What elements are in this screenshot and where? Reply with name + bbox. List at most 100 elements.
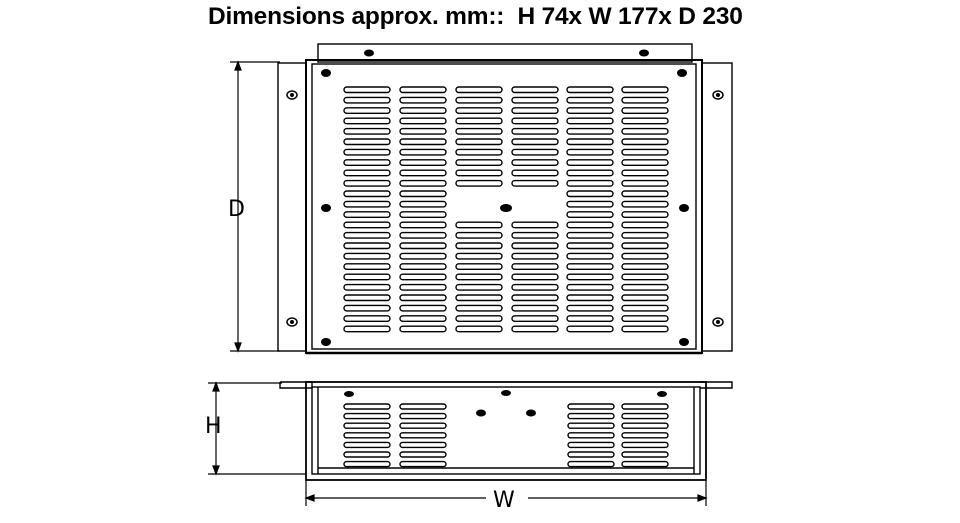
front-panel-inner	[311, 386, 701, 475]
top-view	[277, 43, 733, 355]
page-title: Dimensions approx. mm:: H 74x W 177x D 2…	[208, 3, 743, 30]
vent-slot	[566, 294, 614, 302]
vent-slot	[621, 252, 669, 260]
vent-slot	[399, 451, 447, 458]
vent-slot	[343, 96, 391, 104]
vent-slot	[511, 283, 559, 291]
top-plate-inner	[311, 63, 697, 350]
vent-slot	[399, 179, 447, 187]
vent-slot	[399, 460, 447, 468]
vent-slot	[343, 138, 391, 146]
vent-slot	[621, 221, 669, 229]
vent-slot	[343, 460, 391, 468]
vent-slot	[399, 304, 447, 312]
vent-slot	[621, 200, 669, 208]
mounting-hole	[679, 204, 689, 212]
vent-slot	[567, 403, 615, 410]
vent-slot	[567, 432, 615, 439]
vent-slot	[455, 283, 503, 291]
vent-slot	[566, 159, 614, 167]
vent-slot	[399, 107, 447, 115]
mounting-hole	[677, 69, 687, 77]
vent-slot	[566, 169, 614, 177]
vent-slot	[399, 148, 447, 156]
vent-slot	[343, 86, 391, 94]
vent-slot	[343, 304, 391, 312]
height-dimension	[208, 381, 306, 476]
vent-slot	[511, 127, 559, 135]
vent-slot	[399, 159, 447, 167]
width-label: W	[493, 488, 515, 513]
vent-slot	[566, 86, 614, 94]
front-view-holes	[344, 390, 667, 417]
mounting-hole	[639, 49, 649, 57]
vent-slot	[566, 179, 614, 187]
vent-slot	[511, 304, 559, 312]
vent-slot	[621, 315, 669, 322]
vent-slot	[343, 169, 391, 177]
vent-slot	[621, 441, 669, 449]
vent-slot	[567, 460, 615, 468]
vent-slot	[511, 315, 559, 322]
height-label: H	[205, 414, 222, 439]
vent-slot	[621, 451, 669, 458]
mounting-hole	[321, 204, 331, 212]
screw-hole	[286, 90, 298, 100]
vent-slot	[399, 190, 447, 198]
vent-slot	[455, 263, 503, 270]
vent-slot	[455, 242, 503, 250]
vent-slot	[343, 190, 391, 198]
vent-slot	[343, 159, 391, 167]
left-flange	[277, 62, 307, 352]
mounting-hole	[500, 204, 512, 212]
vent-slot	[343, 148, 391, 156]
vent-slot	[399, 200, 447, 208]
vent-slot	[621, 460, 669, 468]
front-view	[279, 381, 733, 481]
vent-slot	[399, 441, 447, 449]
vent-slot	[567, 451, 615, 458]
vent-slot	[455, 127, 503, 135]
vent-slot	[621, 242, 669, 250]
vent-slot	[399, 252, 447, 260]
vent-slot	[566, 231, 614, 239]
vent-slot	[399, 422, 447, 429]
vent-slot	[511, 242, 559, 250]
vent-slot	[511, 169, 559, 177]
vent-slot	[455, 221, 503, 229]
vent-slot	[343, 200, 391, 208]
top-view-holes	[321, 49, 689, 346]
vent-slot	[399, 432, 447, 439]
vent-slot	[343, 283, 391, 291]
right-flange	[701, 62, 733, 352]
vent-slot	[399, 315, 447, 322]
vent-slot	[399, 96, 447, 104]
vent-slot	[511, 221, 559, 229]
vent-slot	[621, 304, 669, 312]
vent-slot	[621, 169, 669, 177]
vent-slot	[511, 138, 559, 146]
vent-slot	[399, 127, 447, 135]
vent-slot	[511, 96, 559, 104]
vent-slot	[343, 263, 391, 270]
front-vent-slots	[343, 403, 669, 468]
vent-slot	[566, 273, 614, 281]
vent-slot	[343, 451, 391, 458]
vent-slot	[511, 148, 559, 156]
vent-slot	[455, 252, 503, 260]
mounting-hole	[321, 69, 331, 77]
vent-slot	[566, 304, 614, 312]
vent-slot	[511, 86, 559, 94]
vent-slot	[399, 211, 447, 219]
vent-slot	[399, 86, 447, 94]
vent-slot	[399, 403, 447, 410]
vent-slot	[343, 221, 391, 229]
mounting-hole	[321, 338, 331, 346]
mounting-hole	[344, 391, 354, 397]
vent-slot	[455, 159, 503, 167]
vent-slot	[455, 107, 503, 115]
vent-slot	[455, 96, 503, 104]
vent-slot	[621, 325, 669, 333]
vent-slot	[621, 432, 669, 439]
mounting-hole	[526, 409, 536, 417]
